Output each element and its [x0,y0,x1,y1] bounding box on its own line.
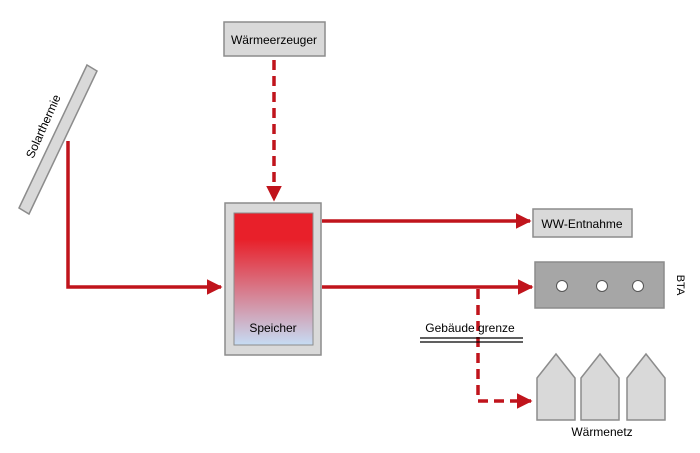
heat-network-label: Wärmenetz [571,425,632,439]
heat-generator-box: Wärmeerzeuger [223,21,326,57]
house-2 [580,352,620,421]
house-3 [626,352,666,421]
heat-network-flow-arrow [476,289,533,409]
storage-label: Speicher [249,321,296,335]
storage-tank: Speicher [224,202,322,356]
building-boundary-label: Gebäude grenze [425,321,515,335]
heat-generator-label: Wärmeerzeuger [231,33,317,47]
building-boundary: Gebäude grenze [420,321,523,343]
bta-unit: BTA [534,261,686,309]
house-1 [536,352,576,421]
hot-water-box: WW-Entnahme [532,208,633,238]
hot-water-label: WW-Entnahme [541,217,622,231]
solar-flow-line [66,141,223,295]
solar-collector: Solarthermie [18,63,98,216]
bta-label: BTA [674,275,686,296]
heat-network-houses: Wärmenetz [536,352,666,439]
